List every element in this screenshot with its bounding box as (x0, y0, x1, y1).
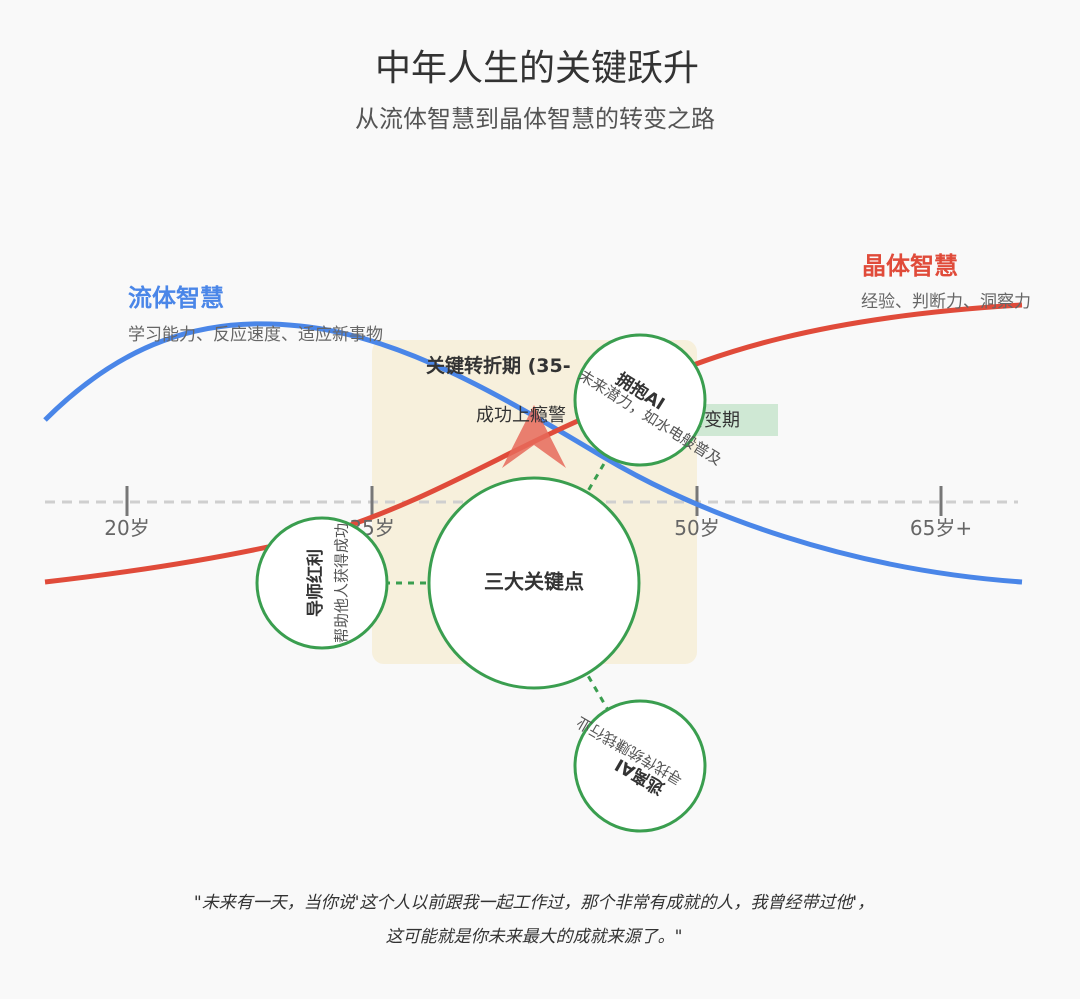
mentor-node: 导师红利 帮助他人获得成功 (255, 516, 389, 650)
fluid-intelligence-curve (43, 321, 1023, 585)
critical-period-title: 关键转折期 (35- (426, 354, 571, 377)
crystal-description: 经验、判断力、洞察力 (861, 292, 1031, 312)
fluid-description: 学习能力、反应速度、适应新事物 (128, 325, 383, 345)
page-title: 中年人生的关键跃升 (375, 48, 699, 89)
avoid-ai-node: 逃离AI 寻找传统赚钱行业 (573, 699, 707, 833)
mentor-description: 帮助他人获得成功 (333, 523, 351, 643)
success-addiction-warning: 成功上瘾警 (476, 405, 566, 426)
quote-line-1: "未来有一天，当你说'这个人以前跟我一起工作过，那个非常有成就的人，我曾经带过他… (194, 893, 874, 913)
avoid-ai-circle (573, 699, 707, 833)
crystal-intelligence-curve (44, 302, 1023, 585)
warning-arrow-icon (502, 405, 566, 468)
page-subtitle: 从流体智慧到晶体智慧的转变之路 (355, 105, 715, 133)
mentor-title: 导师红利 (305, 549, 326, 617)
fluid-title: 流体智慧 (128, 284, 224, 312)
center-node-label: 三大关键点 (484, 570, 584, 594)
quote-line-2: 这可能就是你未来最大的成就来源了。" (386, 927, 683, 947)
tick-label-50: 50岁 (674, 516, 719, 540)
center-node (427, 476, 641, 690)
embrace-ai-circle (573, 333, 707, 467)
crystal-title: 晶体智慧 (862, 252, 958, 280)
tick-label-65: 65岁+ (910, 516, 972, 540)
mentor-circle (255, 516, 389, 650)
embrace-ai-node: 拥抱AI 未来潜力，如水电般普及 (573, 333, 725, 469)
tick-label-20: 20岁 (104, 516, 149, 540)
